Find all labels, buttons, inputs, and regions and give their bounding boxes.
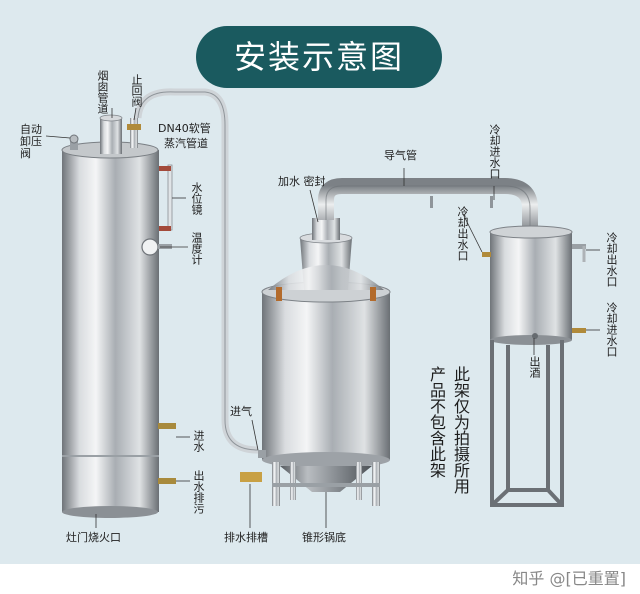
label-cool-out-mid: 冷却出水口: [456, 206, 469, 261]
label-check-valve: 止回阀: [130, 74, 143, 107]
boiler: [61, 114, 176, 518]
label-steam-inlet: 进气: [230, 405, 252, 418]
label-water-level-gauge: 水位镜: [190, 182, 203, 215]
footer-bar: [0, 564, 640, 594]
diagram-title: 安装示意图: [196, 26, 442, 88]
label-auto-release-valve: 自动卸压阀: [20, 123, 42, 160]
disclaimer-line-2: 产品不包含此架: [427, 366, 446, 478]
condenser: [482, 225, 586, 345]
label-thermometer: 温度计: [190, 232, 203, 265]
display-stand: [490, 340, 564, 507]
label-dn40-hose: DN40软管: [158, 122, 211, 135]
label-steam-pipe: 蒸汽管道: [164, 137, 208, 150]
dn40-hose-edge: [137, 91, 259, 451]
label-chimney-pipe: 烟囱管道: [96, 70, 109, 114]
label-add-water-seal: 加水 密封: [278, 175, 326, 188]
label-stove-door: 灶门烧火口: [66, 531, 121, 544]
still-pot: [240, 218, 391, 506]
label-cool-in-top: 冷却进水口: [488, 124, 501, 179]
watermark: 知乎 @[已重置]: [512, 569, 626, 588]
label-water-outlet-drain: 出水排污: [192, 470, 205, 514]
label-drain-tank: 排水排槽: [224, 531, 268, 544]
label-water-inlet: 进水: [192, 430, 205, 452]
leader-lines: [45, 107, 600, 528]
label-cool-out-right: 冷却出水口: [605, 232, 618, 287]
gas-pipe: [318, 178, 538, 232]
label-gas-pipe: 导气管: [384, 149, 417, 162]
disclaimer-line-1: 此架仅为拍摄所用: [451, 366, 470, 494]
label-liquor-out: 出酒: [528, 356, 541, 378]
label-cone-bottom: 锥形锅底: [302, 531, 346, 544]
label-cool-in-right: 冷却进水口: [605, 302, 618, 357]
